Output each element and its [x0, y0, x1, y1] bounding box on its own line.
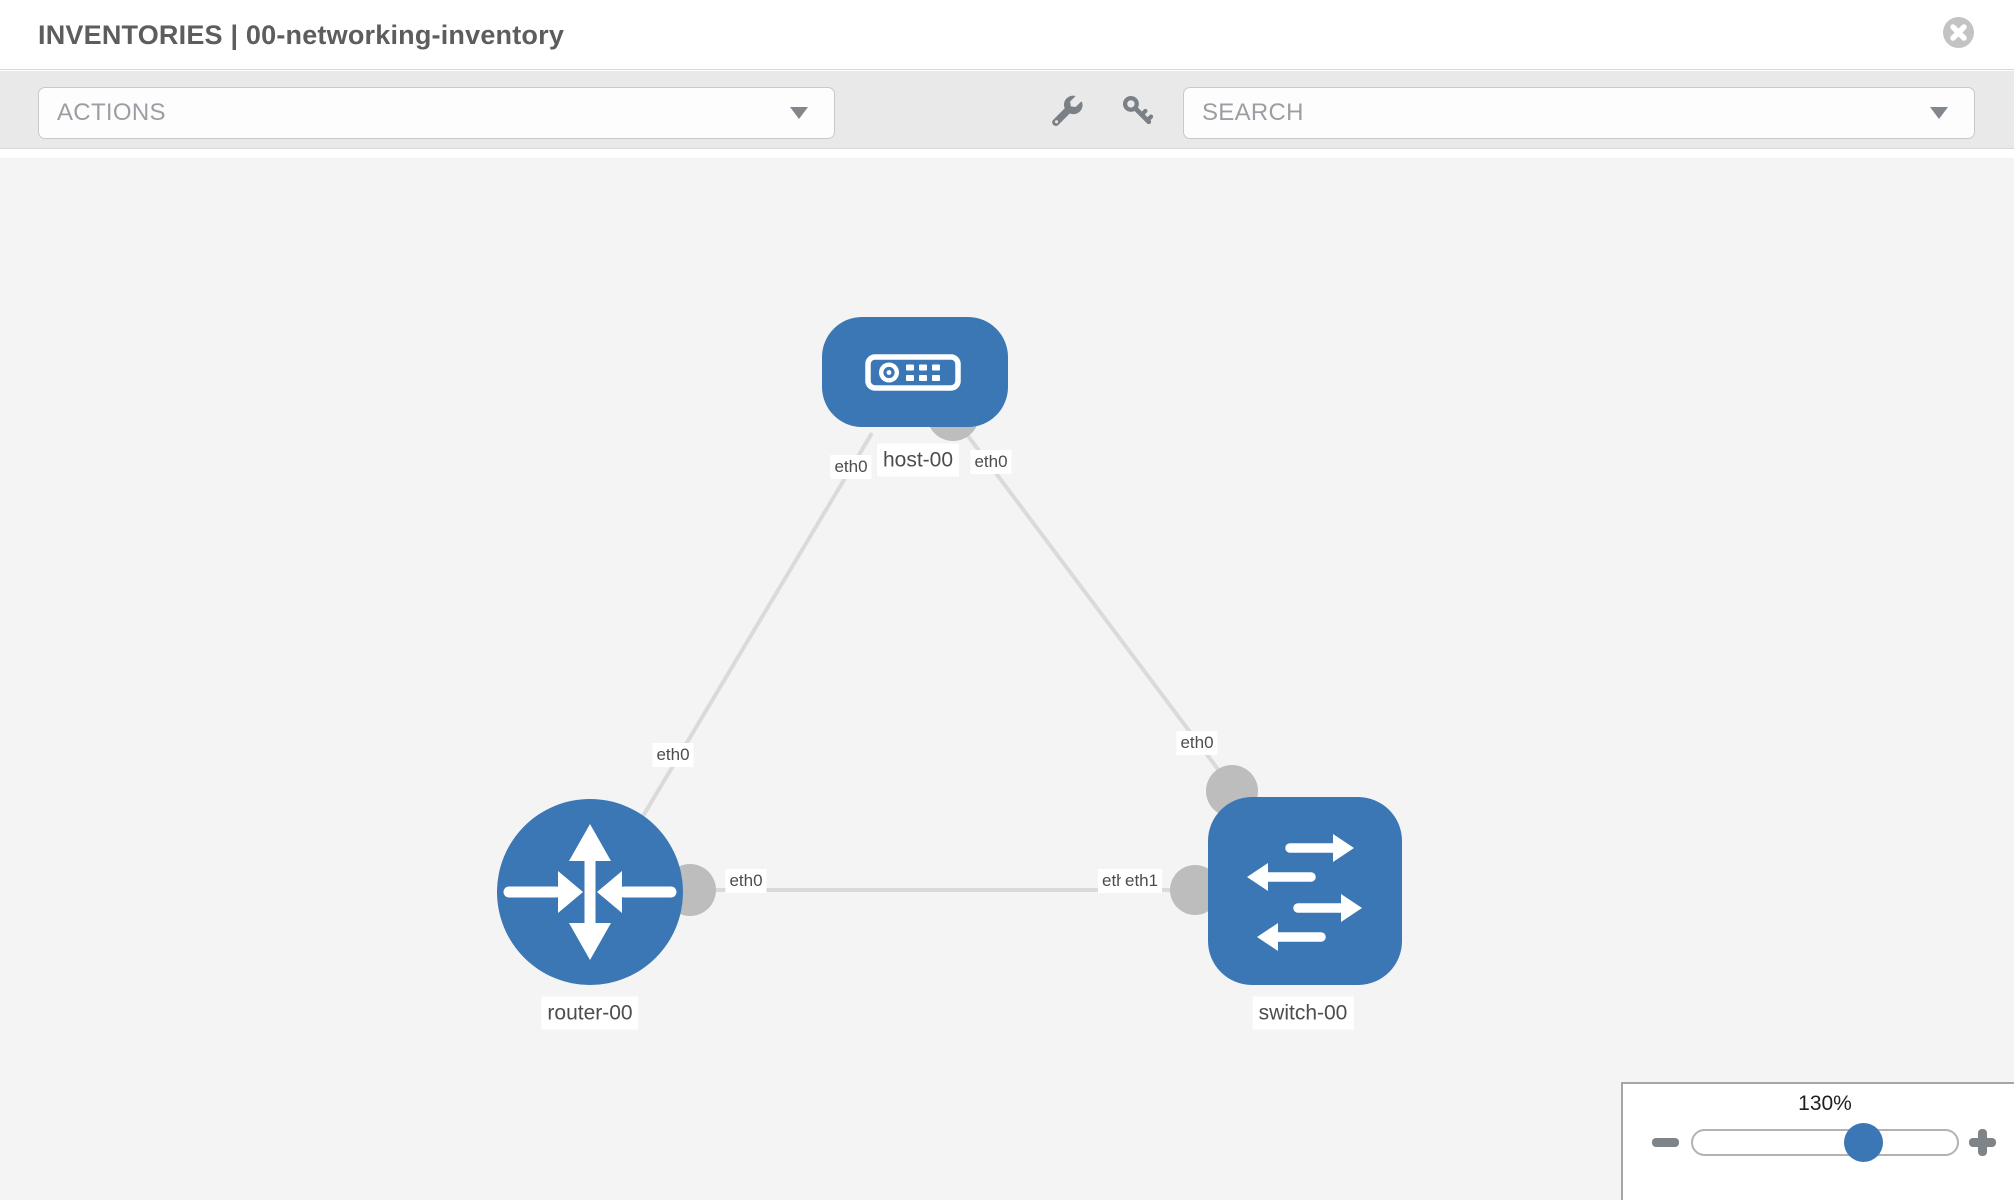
iface-label-router-top: eth0 — [652, 743, 694, 767]
wrench-icon — [1052, 95, 1083, 126]
actions-dropdown-label: ACTIONS — [57, 99, 166, 126]
iface-label-link-left: eth0 — [725, 869, 767, 893]
node-router-00[interactable] — [497, 799, 683, 985]
iface-label-host-right: eth0 — [970, 450, 1012, 474]
credentials-button[interactable] — [1120, 94, 1156, 126]
plus-icon — [1978, 1129, 1987, 1156]
search-placeholder: SEARCH — [1202, 99, 1304, 126]
close-icon — [1950, 24, 1967, 41]
node-label-host: host-00 — [876, 443, 960, 477]
topology-canvas: eth0 eth0 eth0 eth0 eth0 eth0 eth1 host-… — [0, 158, 2014, 1200]
chevron-down-icon — [790, 107, 808, 119]
chevron-down-icon — [1930, 107, 1948, 119]
canvas-container: eth0 eth0 eth0 eth0 eth0 eth0 eth1 host-… — [0, 149, 2014, 1200]
topology-graph — [497, 317, 1402, 985]
close-button[interactable] — [1943, 17, 1974, 48]
page-header: INVENTORIES | 00-networking-inventory — [0, 0, 2014, 70]
search-dropdown[interactable]: SEARCH — [1183, 87, 1975, 139]
zoom-slider-track[interactable] — [1691, 1129, 1959, 1156]
iface-label-link-right-eth1: eth1 — [1121, 869, 1163, 893]
node-switch-00[interactable] — [1208, 797, 1402, 985]
zoom-level-value: 130% — [1798, 1092, 1852, 1115]
toolbar: ACTIONS SEARCH — [0, 71, 2014, 149]
zoom-slider-handle[interactable] — [1844, 1123, 1883, 1162]
node-host-00[interactable] — [822, 317, 1008, 427]
zoom-control-panel: 130% — [1621, 1082, 2014, 1200]
iface-label-host-left: eth0 — [830, 455, 872, 479]
node-label-router: router-00 — [541, 996, 639, 1030]
link-host-switch — [951, 414, 1237, 794]
node-label-switch: switch-00 — [1252, 996, 1354, 1030]
configure-button[interactable] — [1050, 94, 1086, 126]
key-icon — [1122, 95, 1154, 125]
router-icon — [503, 824, 677, 960]
iface-label-switch-top: eth0 — [1176, 731, 1218, 755]
zoom-out-button[interactable] — [1652, 1138, 1679, 1147]
page-title: INVENTORIES | 00-networking-inventory — [38, 20, 565, 50]
link-router-host — [598, 431, 874, 890]
host-icon — [865, 354, 961, 391]
actions-dropdown[interactable]: ACTIONS — [38, 87, 835, 139]
switch-icon — [1247, 834, 1362, 951]
interface-dot-switch-left — [1170, 865, 1220, 915]
zoom-in-button[interactable] — [1969, 1129, 1996, 1156]
